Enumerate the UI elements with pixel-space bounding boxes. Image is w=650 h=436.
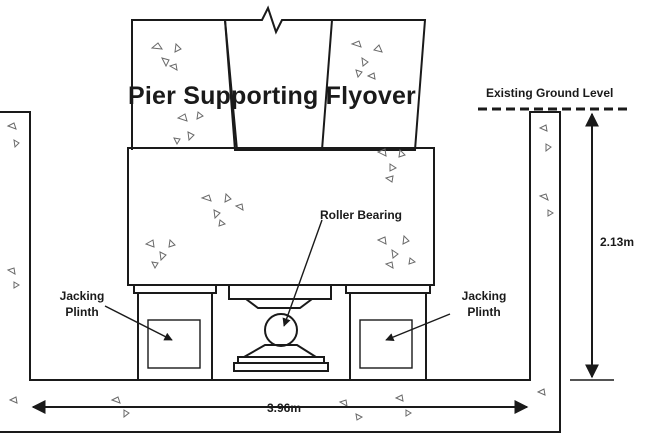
diagram-title: Pier Supporting Flyover (128, 82, 416, 110)
concrete-aggregate-texture (6, 40, 554, 421)
jacking-plinth-right-label-line2: Plinth (467, 305, 500, 319)
excavation-pit (0, 111, 561, 433)
jacking-plinth-right (345, 284, 431, 381)
jacking-plinth-right-label: Jacking (462, 289, 507, 303)
width-dimension-label: 3.96m (267, 401, 301, 415)
jacking-plinth-right-leader (385, 313, 451, 342)
jacking-plinth-left (133, 284, 217, 381)
pier-column-recess (224, 19, 333, 151)
pier-top-break-line (225, 5, 332, 35)
existing-ground-level-label: Existing Ground Level (486, 86, 613, 100)
jacking-plinth-left-label-line2: Plinth (65, 305, 98, 319)
pier-column (131, 19, 427, 151)
jacking-plinth-left-leader (104, 305, 173, 341)
depth-dimension-label: 2.13m (600, 235, 634, 249)
roller-bearing-label: Roller Bearing (320, 208, 402, 222)
jacking-plinth-left-label: Jacking (60, 289, 105, 303)
roller-bearing-leader (282, 219, 323, 327)
roller-bearing (228, 284, 332, 372)
